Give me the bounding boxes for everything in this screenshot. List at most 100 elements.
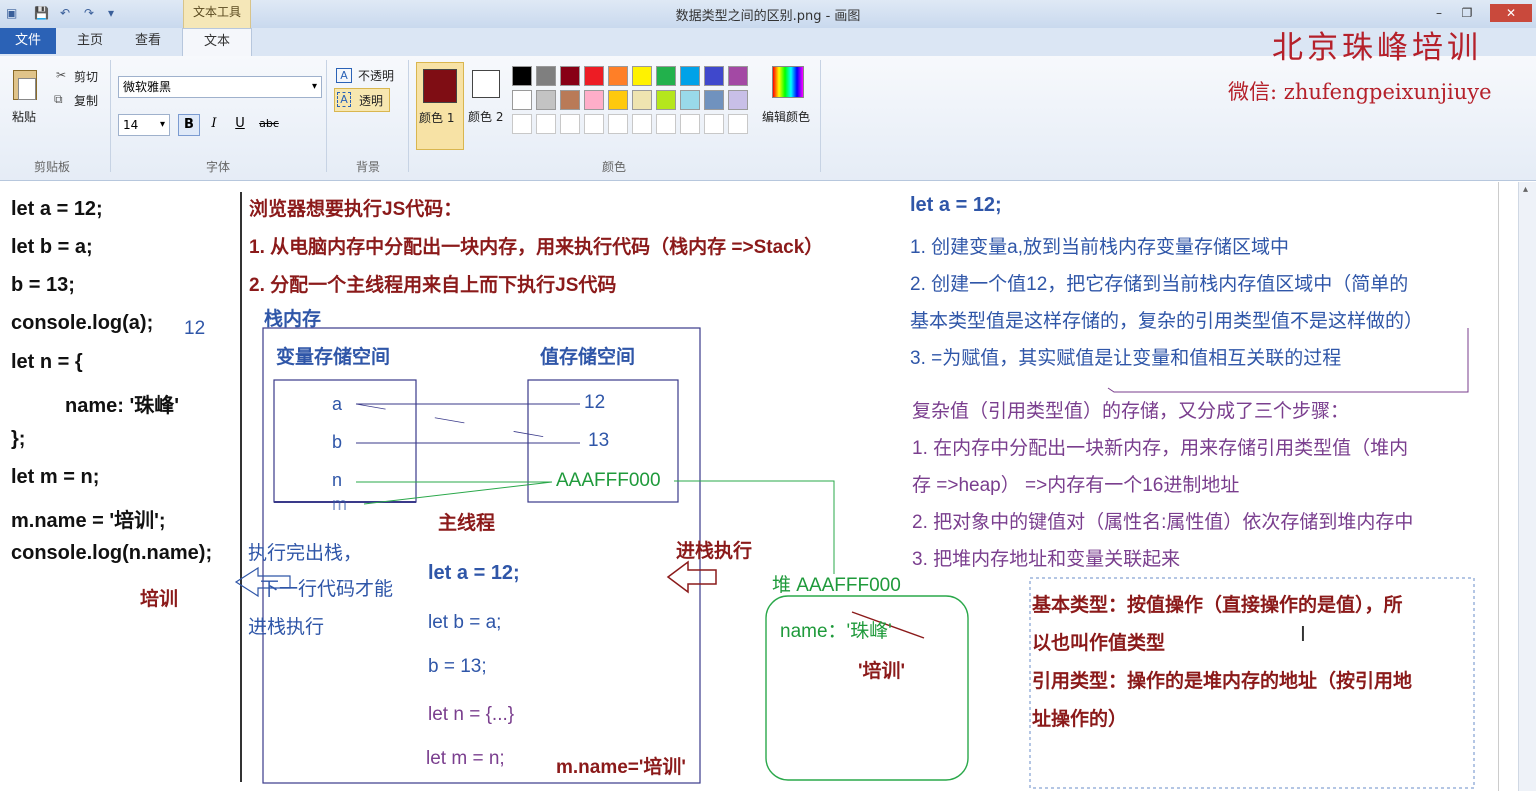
color-swatch[interactable] (632, 114, 652, 134)
underline-button[interactable]: U (235, 116, 245, 131)
color-swatch[interactable] (632, 66, 652, 86)
intro-step-1: 1. 从电脑内存中分配出一块内存，用来执行代码（栈内存 =>Stack） (249, 237, 824, 258)
group-divider (326, 60, 327, 172)
color-swatch[interactable] (704, 90, 724, 110)
color-swatch[interactable] (728, 66, 748, 86)
clipboard-group-label: 剪贴板 (34, 160, 71, 174)
push-exec-label: 进栈执行 (676, 541, 753, 562)
scroll-up-icon[interactable]: ▴ (1523, 184, 1529, 195)
transparent-label: 透明 (359, 94, 384, 108)
color-swatch[interactable] (584, 90, 604, 110)
color-swatch[interactable] (512, 66, 532, 86)
quick-access-menu-icon[interactable]: ▾ (108, 6, 115, 20)
val-12: 12 (584, 392, 606, 413)
complex-step-2: 2. 把对象中的键值对（属性名:属性值）依次存储到堆内存中 (912, 512, 1414, 533)
maximize-button[interactable]: ❐ (1461, 6, 1473, 20)
main-thread-label: 主线程 (438, 513, 496, 534)
paint-canvas[interactable]: let a = 12; let b = a; b = 13; console.log(… (4, 182, 1499, 791)
color1-button[interactable]: 颜色 1 (416, 62, 464, 150)
color-swatch[interactable] (728, 90, 748, 110)
opaque-icon: A (336, 68, 352, 83)
group-divider (408, 60, 409, 172)
color-swatch[interactable] (656, 66, 676, 86)
pop-note-3: 进栈执行 (248, 617, 325, 638)
color2-button[interactable]: 颜色 2 (466, 62, 510, 148)
color-swatch[interactable] (512, 90, 532, 110)
undo-icon[interactable]: ↶ (60, 6, 71, 20)
code-line: let a = 12; (11, 198, 103, 220)
color2-swatch (472, 70, 500, 98)
var-n: n (332, 470, 343, 490)
heap-name-old: name：'珠峰' (780, 621, 892, 642)
color-swatch[interactable] (680, 90, 700, 110)
color-swatch[interactable] (584, 114, 604, 134)
strikethrough-button[interactable]: abc (259, 117, 279, 130)
code-line: b = 13; (11, 274, 75, 296)
edit-colors-icon[interactable] (772, 66, 804, 98)
transparent-icon: A (337, 92, 351, 107)
code-line: let n = { (11, 351, 83, 373)
save-icon[interactable]: 💾 (34, 6, 49, 20)
thread-line-4: let n = {...} (428, 704, 515, 725)
code-line: name: '珠峰' (65, 395, 179, 417)
code-line: let b = a; (11, 236, 93, 258)
summary-line-3: 引用类型：操作的是堆内存的地址（按引用地 (1032, 671, 1413, 692)
group-divider (820, 60, 821, 172)
color-swatch[interactable] (560, 114, 580, 134)
intro-step-2: 2. 分配一个主线程用来自上而下执行JS代码 (249, 275, 617, 296)
colors-group-label: 颜色 (602, 160, 627, 174)
diagram-lines (234, 192, 1475, 789)
var-a: a (332, 394, 343, 414)
color1-swatch (423, 69, 457, 103)
color-swatch[interactable] (656, 90, 676, 110)
copy-button[interactable]: 复制 (74, 94, 99, 108)
paste-icon[interactable] (10, 66, 40, 102)
color-swatch[interactable] (680, 114, 700, 134)
right-step-1: 1. 创建变量a,放到当前栈内存变量存储区域中 (910, 237, 1289, 258)
tab-file[interactable]: 文件 (0, 28, 56, 54)
opaque-button[interactable]: 不透明 (358, 69, 395, 83)
color-swatch[interactable] (536, 66, 556, 86)
color-swatch[interactable] (584, 66, 604, 86)
paste-button[interactable]: 粘贴 (12, 110, 37, 124)
color-swatch[interactable] (560, 90, 580, 110)
summary-line-2: 以也叫作值类型 (1032, 633, 1166, 654)
wechat-watermark: 微信: zhufengpeixunjiuye (1228, 80, 1492, 104)
transparent-button[interactable]: A 透明 (334, 88, 390, 112)
color-swatch[interactable] (512, 114, 532, 134)
code-line: console.log(a); (11, 312, 154, 334)
color-swatch[interactable] (608, 90, 628, 110)
redo-icon[interactable]: ↷ (84, 6, 95, 20)
close-button[interactable]: ✕ (1490, 4, 1532, 22)
font-size-value: 14 (123, 118, 139, 132)
group-divider (110, 60, 111, 172)
color-swatch[interactable] (680, 66, 700, 86)
color-swatch[interactable] (608, 114, 628, 134)
cut-button[interactable]: 剪切 (74, 70, 99, 84)
color-swatch[interactable] (656, 114, 676, 134)
italic-button[interactable]: I (211, 116, 217, 131)
font-family-select[interactable]: 微软雅黑 ▾ (118, 76, 322, 98)
minimize-button[interactable]: – (1436, 6, 1442, 20)
complex-step-1-cont: 存 =>heap） =>内存有一个16进制地址 (912, 475, 1240, 496)
val-address: AAAFFF000 (556, 470, 661, 491)
color-swatch[interactable] (632, 90, 652, 110)
right-step-3: 3. =为赋值，其实赋值是让变量和值相互关联的过程 (910, 348, 1342, 369)
color-swatch[interactable] (608, 66, 628, 86)
code-line: }; (11, 428, 26, 450)
vertical-scrollbar[interactable]: ▴ (1518, 182, 1536, 791)
bold-button[interactable]: B (178, 114, 200, 136)
edit-colors-button[interactable]: 编辑颜色 (762, 110, 811, 124)
color-swatch[interactable] (728, 114, 748, 134)
font-group-label: 字体 (206, 160, 231, 174)
color-swatch[interactable] (536, 90, 556, 110)
color-swatch[interactable] (704, 66, 724, 86)
font-size-select[interactable]: 14 ▾ (118, 114, 170, 136)
tab-view[interactable]: 查看 (134, 33, 161, 48)
tab-text[interactable]: 文本 (182, 28, 252, 57)
color-swatch[interactable] (536, 114, 556, 134)
color-swatch[interactable] (704, 114, 724, 134)
color-swatch[interactable] (560, 66, 580, 86)
var-b: b (332, 432, 343, 452)
tab-home[interactable]: 主页 (76, 33, 103, 48)
